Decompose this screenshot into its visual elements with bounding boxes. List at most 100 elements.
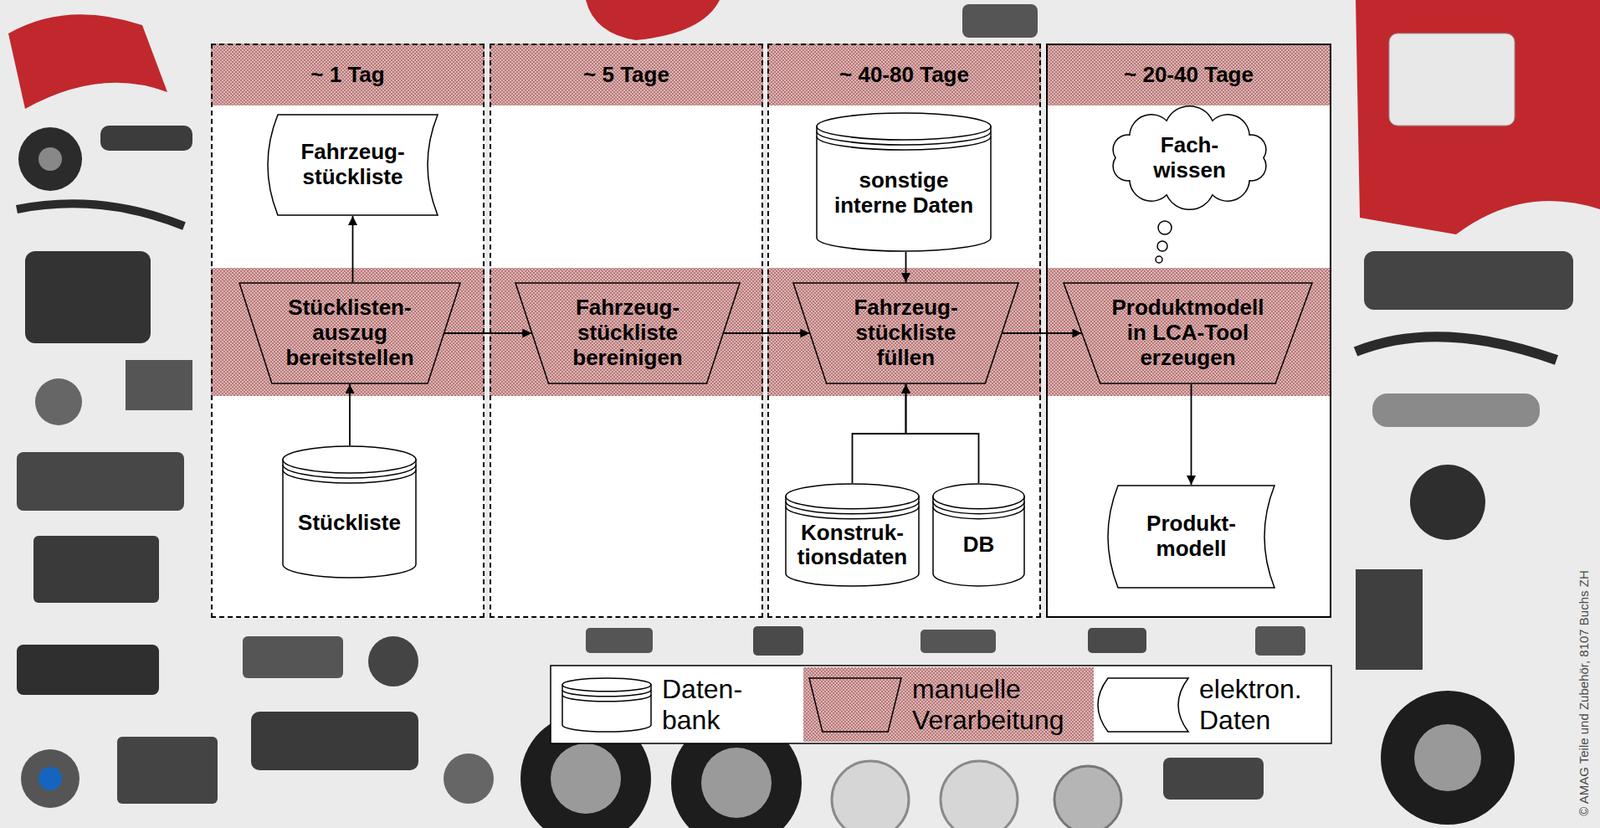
header-band [1046,43,1332,106]
header-band [767,43,1042,106]
node-text: Stücklisten- auszug bereitstellen [285,295,414,371]
lane-header: ~ 5 Tage [491,45,762,106]
manual-process: Fahrzeug- stückliste füllen [792,282,1020,385]
swimlane: ~ 20-40 TageFach- wissenProduktmodell in… [1046,43,1332,618]
car-part [1355,569,1423,670]
knowledge-cloud: Fach- wissen [1108,112,1271,204]
car-part [8,14,168,109]
car-part [16,203,185,226]
cylinder-top [282,446,416,473]
car-part [1355,336,1557,360]
car-part [585,627,653,653]
cylinder-body [933,496,1025,586]
shape-outline [793,282,1019,384]
legend-symbol [561,676,652,733]
data-document: Produkt- modell [1107,484,1276,589]
trapezoid [809,677,902,732]
lane-ground [1046,43,1332,618]
node-text: Fach- wissen [1153,133,1226,184]
flow-arrow [1190,384,1193,485]
car-part [1389,33,1515,126]
cylinder-body [816,126,991,252]
legend-item: elektron. Daten [1097,665,1303,744]
flow-arrow [348,384,351,446]
swimlane: ~ 40-80 Tage sonstige interne DatenFahrze… [767,43,1042,618]
process-band [1046,267,1332,396]
process-band [210,267,485,396]
shape-outline [816,112,991,252]
car-part [443,753,494,804]
car-part [38,147,62,171]
legend-item: manuelle Verarbeitung [808,665,1064,744]
car-part [1255,625,1306,656]
flow-arrow [1002,332,1083,334]
brake-disc [1054,765,1122,828]
shape-outline [1063,282,1313,384]
thought-bubble [1158,220,1172,235]
car-part [38,766,62,790]
car-part [16,451,185,511]
car-part [962,4,1038,38]
cylinder-ring [562,688,652,696]
lane-header: ~ 1 Tag [212,45,483,106]
car-part [35,378,83,426]
cylinder-top [562,677,652,692]
trapezoid [1063,282,1313,384]
duration-label: ~ 1 Tag [310,62,385,88]
rim [550,743,621,814]
lane-ground [210,43,485,618]
node-text: Fahrzeug- stückliste [300,139,405,190]
database: Stückliste [282,445,417,579]
node-text: Fahrzeug- stückliste bereinigen [572,295,683,371]
legend-symbol [1097,676,1190,733]
trapezoid [239,282,461,384]
car-part [585,0,720,41]
lane-ground [489,43,764,618]
duration-label: ~ 20-40 Tage [1123,62,1254,88]
cylinder-top [933,483,1025,509]
shape-outline [933,483,1025,586]
duration-label: ~ 40-80 Tage [839,62,970,88]
car-body [1355,0,1600,235]
car-part [18,127,83,191]
shape-outline [515,282,740,384]
thought-bubble [1157,241,1168,252]
data-shape [1097,677,1189,732]
car-part [125,359,193,411]
cylinder-ring [933,501,1025,514]
flow-arrow [905,251,908,283]
lane-ground [767,43,1042,618]
tire [1380,690,1515,825]
car-part [33,535,159,603]
manual-process: Produktmodell in LCA-Tool erzeugen [1062,282,1313,385]
database: Konstruk- tionsdaten [784,482,920,587]
lane-header: ~ 40-80 Tage [769,45,1040,106]
database: sonstige interne Daten [815,112,992,252]
manual-process: Stücklisten- auszug bereitstellen [238,282,462,385]
cylinder-body [785,496,919,586]
lane-header: ~ 20-40 Tage [1047,45,1330,106]
cylinder-top [785,483,919,509]
cylinder-top [816,112,991,140]
car-part [251,711,419,770]
car-part [920,629,996,653]
car-part [25,251,151,344]
car-part [117,736,218,804]
header-band [489,43,764,106]
shape-outline [267,114,438,216]
legend-symbol [808,676,903,733]
shape-outline [282,446,416,578]
process-band [767,267,1042,396]
legend-box [550,665,1332,744]
legend-band [803,666,1094,742]
node-text: Konstruk- tionsdaten [797,520,908,571]
car-part [20,748,80,808]
car-part [1087,627,1147,653]
cloud-outline [1112,106,1267,211]
legend-item: Daten- bank [561,665,743,744]
duration-label: ~ 5 Tage [583,62,670,88]
car-part [1364,251,1574,310]
